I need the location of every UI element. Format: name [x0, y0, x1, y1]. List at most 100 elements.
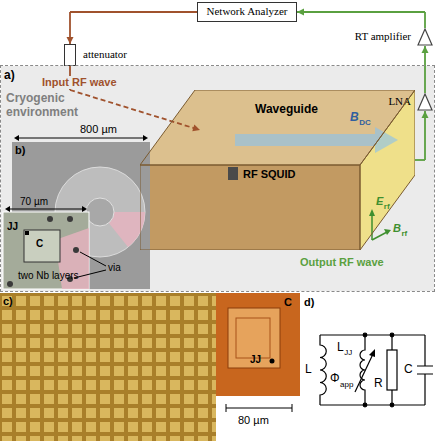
figure-label: 70 µm — [20, 196, 48, 208]
subscript-label: app — [340, 380, 353, 390]
capacitor-pad — [24, 230, 60, 262]
inset-photo — [3, 212, 89, 289]
via-dot — [67, 216, 73, 222]
connector-label: Input RF wave — [40, 76, 119, 89]
junction-dot — [390, 403, 394, 407]
amplifier-triangle: RT amplifier — [417, 28, 433, 46]
connector-segment — [297, 11, 425, 13]
figure-label: d) — [304, 296, 314, 309]
photo-c — [0, 293, 300, 441]
amplifier-symbol — [417, 28, 433, 46]
figure-label: 800 µm — [80, 123, 117, 136]
capacitor-pad — [228, 308, 280, 368]
scale-ground — [216, 396, 300, 441]
figure-label: C — [36, 238, 43, 250]
scale-bar — [226, 408, 292, 409]
variable-head — [369, 349, 375, 357]
field-band — [235, 134, 375, 146]
junction-dot — [270, 359, 275, 364]
node-text: Cryogenic environment — [6, 91, 101, 120]
resistor-symbol — [387, 350, 397, 390]
connector — [297, 9, 425, 29]
rf-axes — [369, 209, 391, 240]
node-text: attenuator — [83, 48, 127, 61]
subscript-label: rf — [401, 229, 407, 239]
scale-tick — [226, 404, 227, 412]
leader-line — [74, 270, 106, 278]
node-text: LNA — [388, 95, 411, 108]
waveguide-side — [140, 165, 360, 250]
instrument-box: Network Analyzer — [197, 2, 297, 22]
scale-bar — [16, 138, 146, 139]
wire — [320, 335, 425, 405]
figure-label: c) — [3, 295, 13, 308]
figure-label: RF SQUID — [243, 168, 296, 181]
waveguide-face — [360, 90, 415, 250]
figure-label: two Nb layers — [18, 270, 79, 282]
axis-head — [369, 209, 375, 216]
node-text: Waveguide — [255, 102, 318, 116]
connector-segment — [424, 46, 426, 93]
subscript-label: rf — [384, 202, 390, 212]
subscript-label: JJ — [344, 348, 352, 358]
junction-dot — [363, 333, 367, 337]
arrow-head — [422, 46, 429, 53]
connector-segment — [70, 11, 197, 13]
scale-head — [14, 135, 19, 141]
circuit-d — [300, 293, 436, 441]
scale-head — [143, 135, 148, 141]
figure-label: L — [305, 362, 312, 376]
capacitor-symbol — [417, 335, 433, 405]
amplifier-symbol — [417, 93, 433, 111]
panel-ground — [1, 66, 434, 291]
figure-label: B — [393, 222, 401, 235]
axis-head — [384, 229, 391, 235]
array-photo — [0, 293, 216, 441]
figure-label: via — [108, 262, 121, 274]
connector — [67, 12, 198, 44]
figure-label: 80 µm — [238, 414, 269, 427]
scale-tick — [292, 404, 293, 412]
waveguide-fill — [140, 90, 415, 250]
waveguide-end — [360, 90, 415, 250]
photo-b — [3, 135, 150, 289]
figure-label: E — [376, 195, 383, 208]
arrow-head — [67, 37, 74, 44]
figure-label: Φ — [330, 371, 340, 385]
dc-field-arrow — [235, 127, 398, 153]
inset-photo — [216, 293, 300, 396]
arrow-head — [192, 125, 200, 132]
wire — [391, 335, 392, 405]
inductor-symbol — [320, 335, 326, 405]
connector — [422, 46, 429, 93]
axis-line — [372, 232, 387, 240]
arrow-head — [297, 9, 304, 16]
junction-dot — [25, 231, 29, 235]
attenuator-box: attenuator — [64, 44, 76, 66]
figure-label: R — [374, 376, 383, 390]
figure-label: C — [284, 296, 292, 309]
figure-label: JJ — [7, 221, 18, 233]
amplifier-triangle: LNA — [417, 93, 433, 111]
connector-label: Output RF wave — [298, 256, 386, 269]
subscript-label: DC — [359, 118, 371, 128]
connector — [415, 111, 429, 160]
via-dot — [7, 281, 13, 287]
amplifier-outline — [418, 29, 432, 45]
junction-dot — [390, 333, 394, 337]
node-text: Network Analyzer — [198, 5, 296, 18]
scale-head — [82, 206, 87, 212]
figure-label: b) — [15, 144, 25, 157]
axis-line — [371, 214, 373, 240]
figure-label: C — [404, 362, 413, 376]
node-text: a) — [4, 68, 15, 82]
amplifier-outline — [418, 94, 432, 110]
scale-head — [5, 206, 10, 212]
figure-label: JJ — [250, 354, 261, 366]
scale-bar — [7, 209, 85, 210]
figure-label: L — [337, 340, 344, 354]
via-dot — [47, 216, 53, 222]
